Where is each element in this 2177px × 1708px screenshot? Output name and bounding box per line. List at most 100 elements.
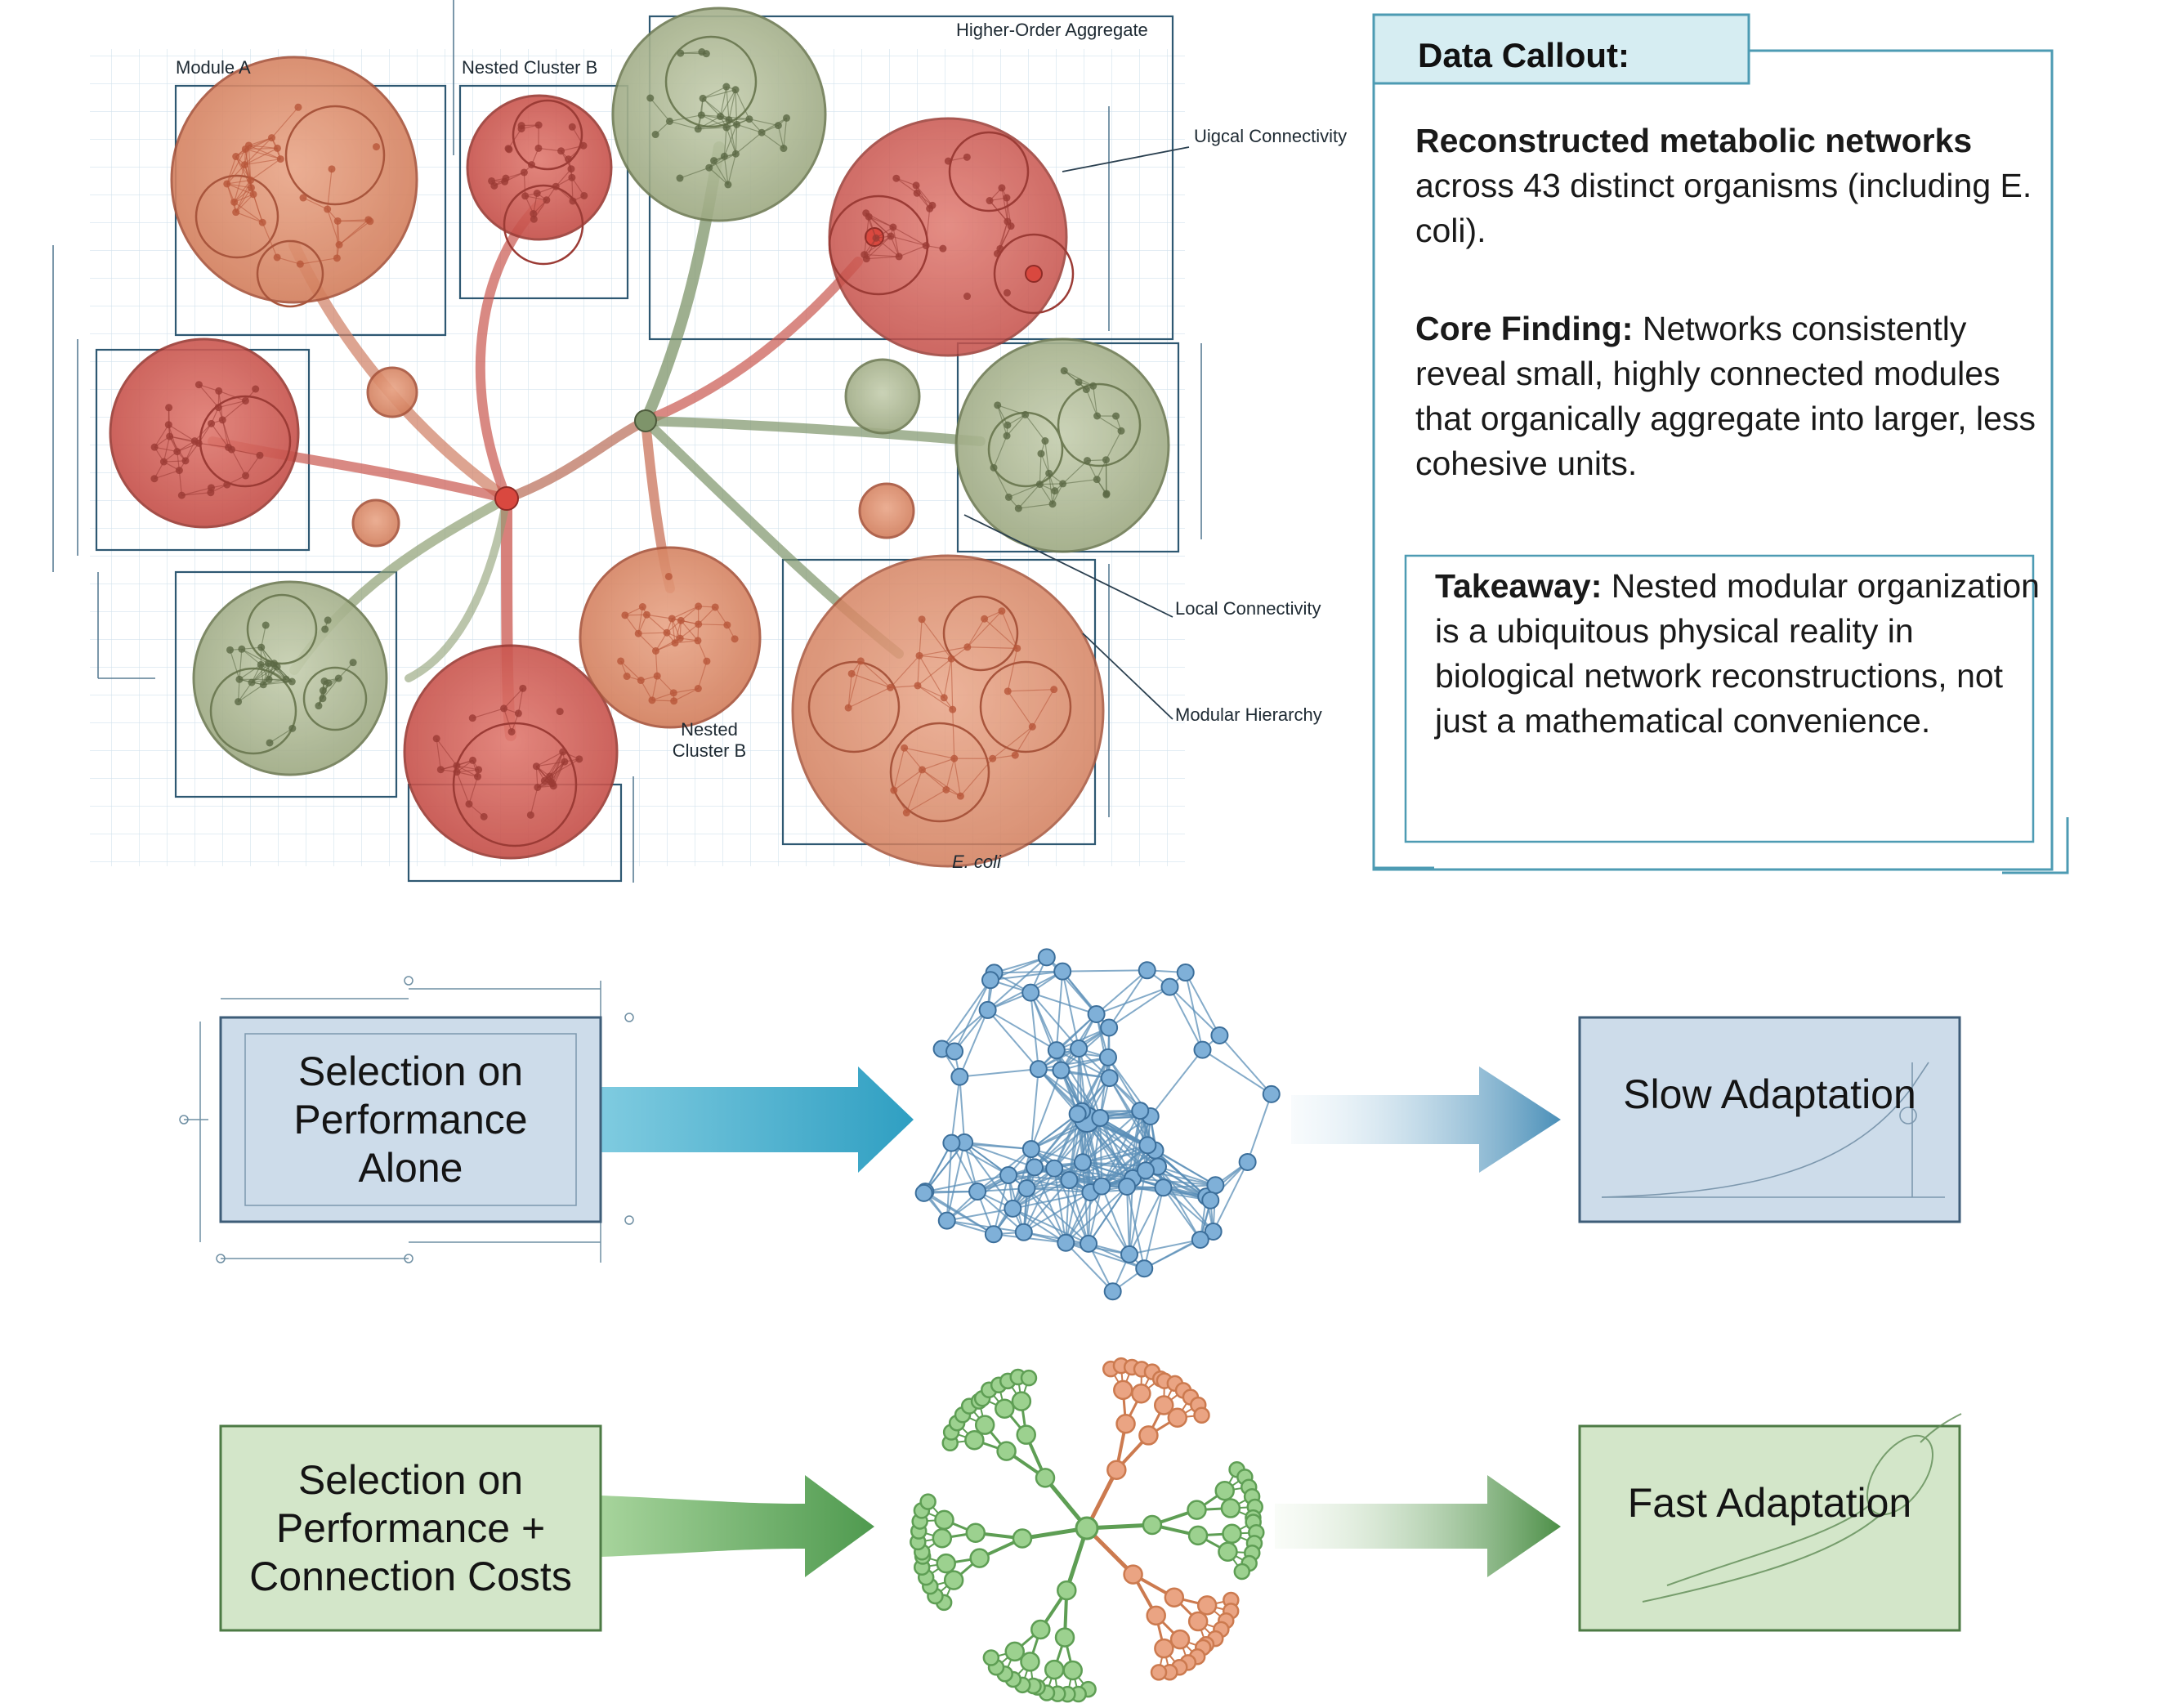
module-node [432,735,440,743]
module-edge [680,606,700,621]
module-edge [276,257,301,265]
network-node [1080,1234,1098,1253]
module-edge [674,620,682,643]
module-node [543,196,551,204]
module-edge [327,168,333,210]
module-node [502,174,510,182]
network-edge [1030,1069,1039,1150]
module-node [942,785,950,794]
network-edge [963,1141,1035,1169]
module-node [745,115,753,123]
module-edge [917,685,954,710]
module-node [634,629,642,637]
module-node [1075,378,1083,387]
module-node [532,762,540,771]
module-node [223,180,231,188]
module-edge [893,748,905,791]
module-edge [1044,440,1050,474]
module-node [232,208,240,217]
module-node [507,727,516,736]
module-node [914,682,922,690]
module-edge [1007,691,1033,727]
network-node [984,1225,1003,1244]
label-modular-hierarchy: Modular Hierarchy [1175,704,1322,725]
module-edge [244,164,253,188]
callout-p2-text: Networks consistently reveal small, high… [1415,310,2036,482]
module-node [1011,751,1019,759]
module-node [238,645,246,653]
module-node [181,457,190,465]
module-edge [244,158,281,166]
module-edge [300,257,338,265]
module-edge [211,423,230,448]
module-node [862,209,870,217]
module-edge [1006,198,1008,222]
tree-node [1131,1384,1151,1404]
network-edge [1157,1165,1201,1241]
module-node [998,184,1006,192]
tree-node [995,1398,1015,1419]
network-edge [959,1009,989,1078]
module-node [912,181,920,190]
module-node [249,190,257,199]
module-node [1050,686,1058,694]
tree-node [1146,1605,1166,1626]
network-edge [1023,1179,1071,1233]
module-edge [436,738,441,770]
module-edge [719,86,727,117]
module-edge [456,771,470,805]
network-edge [1143,1187,1164,1269]
module-node [783,114,791,122]
module-node [1013,644,1021,652]
tree-root-node [1075,1516,1099,1540]
module-node [902,809,910,817]
module-node [534,144,543,152]
module-edge [198,384,219,408]
module-node [580,191,588,199]
module-node [534,121,543,129]
module-edge [892,226,900,257]
network-node [1191,1230,1209,1249]
module-edge [571,177,574,201]
module-edge [943,659,952,698]
network-edge [963,1142,1009,1176]
module-edge [992,726,1033,759]
network-edge [977,1191,1025,1233]
tree-node [943,1570,964,1590]
module-node [227,445,235,454]
network-edge [950,1076,961,1143]
module-edge [262,222,278,258]
modular-tree-network [910,1357,1265,1703]
module-node [373,143,381,151]
network-edge [1065,1186,1128,1244]
module-node [861,251,869,259]
network-edge [1054,1167,1133,1179]
module-edge [922,769,961,797]
tree-node [934,1509,954,1531]
network-node [1053,962,1072,981]
network-node [1204,1222,1223,1241]
module-edge [967,646,1017,649]
dense-network [914,948,1281,1301]
module-edge [709,167,729,186]
module-node [150,443,159,451]
module-node [488,177,496,185]
network-node [1210,1026,1229,1044]
label-module-a: Module A [176,57,251,78]
module-node [521,192,530,200]
tree-node [1150,1664,1168,1681]
module-node [324,616,332,624]
module-node [1045,469,1053,477]
network-node [1052,1061,1071,1080]
network-edge [954,979,991,1052]
network-node [1087,1005,1106,1024]
module-edge [1063,370,1087,391]
network-node [1154,1178,1173,1197]
network-edge [1062,971,1080,1049]
module-node [282,675,290,683]
callout-p1-bold: Reconstructed metabolic networks [1415,122,1973,159]
callout-paragraph-takeaway: Takeaway: Nested modular organization is… [1435,564,2040,744]
module-node [646,94,655,102]
network-edge [1082,1161,1147,1172]
network-edge [1162,1187,1214,1232]
